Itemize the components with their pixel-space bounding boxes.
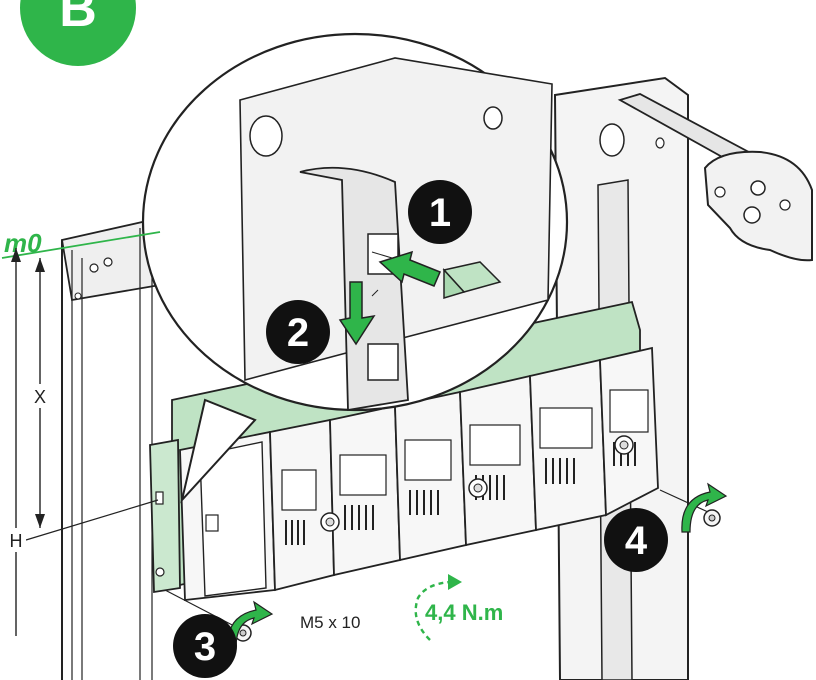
detail-magnifier	[141, 32, 569, 504]
dimension-h-label: H	[10, 531, 23, 551]
torque-indicator: 4,4 N.m	[414, 574, 503, 641]
switch-module	[529, 358, 607, 532]
step-badge-2-number: 2	[287, 311, 309, 355]
torque-label: 4,4 N.m	[425, 600, 503, 625]
switch-module	[459, 374, 537, 547]
step-badge-3-number: 3	[194, 625, 216, 669]
switch-module	[320, 404, 401, 577]
step-badge-2: 2	[266, 300, 330, 364]
frame-upright-left	[60, 216, 161, 680]
screw-spec-label: M5 x 10	[300, 613, 360, 632]
screw-left	[164, 589, 274, 649]
section-badge-letter: B	[59, 0, 97, 38]
handle-bracket	[617, 93, 813, 262]
dimension-x-label: X	[34, 387, 46, 407]
reference-mark-label: m0	[4, 228, 42, 258]
step-badge-1-number: 1	[429, 191, 451, 235]
step-badge-4-number: 4	[625, 519, 648, 563]
switch-modules	[179, 346, 659, 602]
switch-module	[269, 418, 335, 592]
step-badge-1: 1	[408, 180, 472, 244]
reference-line-m0: m0	[1, 228, 161, 259]
section-badge: B	[20, 0, 136, 66]
step-badge-3: 3	[173, 614, 237, 678]
step-badge-4: 4	[604, 508, 668, 572]
dimension-lines: X H	[6, 248, 159, 636]
switch-module	[599, 346, 659, 517]
screw-right	[659, 482, 728, 533]
switch-module	[394, 390, 467, 562]
